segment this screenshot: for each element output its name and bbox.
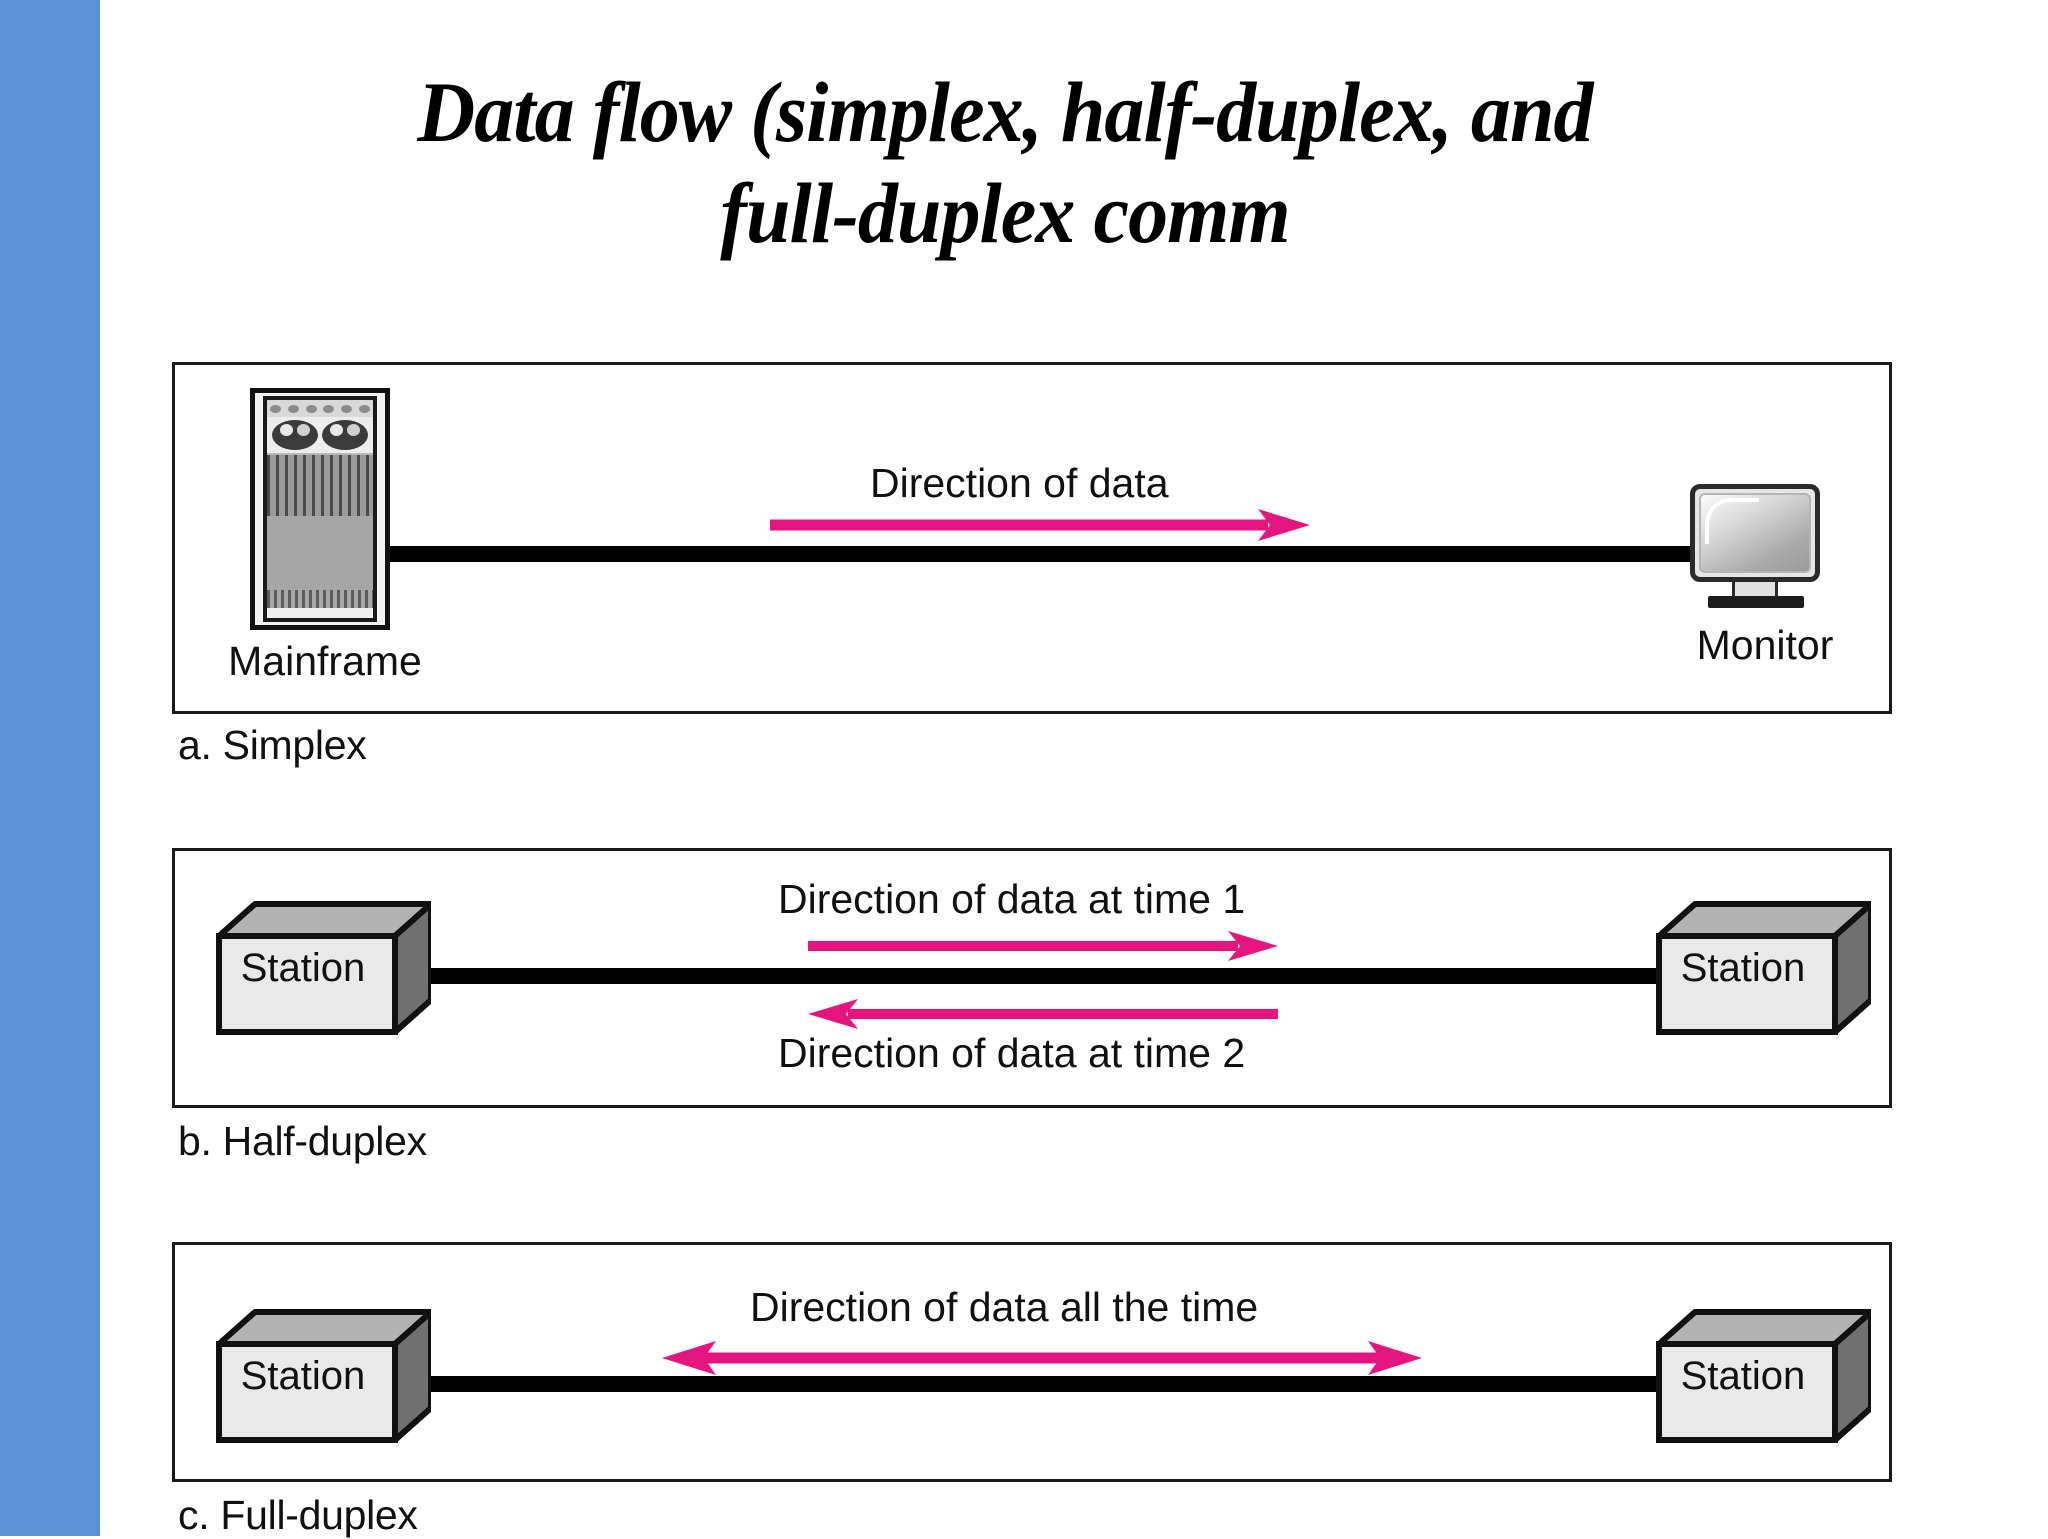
tape-reel-icon bbox=[271, 420, 318, 450]
station-right-half-duplex: Station bbox=[1655, 900, 1871, 1036]
arrow-label-all-the-time: Direction of data all the time bbox=[750, 1284, 1259, 1330]
monitor-screen bbox=[1699, 493, 1811, 573]
indicator-dot bbox=[305, 404, 317, 413]
mainframe-indicator-lights bbox=[267, 400, 373, 417]
indicator-dot bbox=[340, 404, 352, 413]
left-accent-bar bbox=[0, 0, 100, 1536]
monitor-label: Monitor bbox=[1696, 622, 1834, 668]
mainframe-slats bbox=[267, 455, 373, 516]
station-box-icon bbox=[216, 901, 431, 1035]
station-label: Station bbox=[240, 1354, 366, 1398]
monitor-neck bbox=[1732, 582, 1778, 598]
arrow-label-time-2: Direction of data at time 2 bbox=[778, 1030, 1246, 1076]
panel-simplex bbox=[172, 362, 1892, 714]
link-line-half-duplex bbox=[413, 968, 1656, 984]
mainframe-tape-reels bbox=[267, 417, 373, 453]
page-title: Data flow (simplex, half-duplex, and ful… bbox=[417, 64, 1593, 262]
arrow-label-direction-of-data: Direction of data bbox=[870, 460, 1169, 506]
monitor-icon bbox=[1690, 484, 1838, 614]
arrow-right-simplex bbox=[770, 509, 1310, 541]
mainframe-face bbox=[263, 396, 377, 622]
mainframe-label: Mainframe bbox=[228, 638, 422, 684]
monitor-bezel bbox=[1690, 484, 1820, 582]
mainframe-icon bbox=[250, 388, 390, 630]
station-right-full-duplex: Station bbox=[1655, 1308, 1871, 1444]
station-box-icon bbox=[216, 1309, 431, 1443]
caption-full-duplex: c. Full-duplex bbox=[178, 1492, 418, 1538]
station-label: Station bbox=[1680, 946, 1806, 990]
station-left-half-duplex: Station bbox=[215, 900, 431, 1036]
monitor-glare bbox=[1705, 498, 1759, 544]
station-label: Station bbox=[240, 946, 366, 990]
arrow-bidirectional-full-duplex bbox=[662, 1341, 1422, 1375]
tape-reel-icon bbox=[322, 420, 369, 450]
station-label: Station bbox=[1680, 1354, 1806, 1398]
indicator-dot bbox=[287, 404, 299, 413]
indicator-dot bbox=[358, 404, 370, 413]
arrow-right-time-1 bbox=[808, 931, 1278, 961]
caption-half-duplex: b. Half-duplex bbox=[178, 1118, 427, 1164]
mainframe-base bbox=[267, 608, 373, 618]
caption-simplex: a. Simplex bbox=[178, 722, 367, 768]
link-line-full-duplex bbox=[413, 1376, 1656, 1392]
monitor-stand-base bbox=[1708, 596, 1804, 608]
arrow-left-time-2 bbox=[808, 999, 1278, 1029]
station-box-icon bbox=[1656, 1309, 1871, 1443]
indicator-dot bbox=[323, 404, 335, 413]
station-left-full-duplex: Station bbox=[215, 1308, 431, 1444]
mainframe-blank-panel bbox=[267, 516, 373, 590]
link-line-simplex bbox=[390, 546, 1695, 562]
indicator-dot bbox=[270, 404, 282, 413]
station-box-icon bbox=[1656, 901, 1871, 1035]
arrow-label-time-1: Direction of data at time 1 bbox=[778, 876, 1246, 922]
